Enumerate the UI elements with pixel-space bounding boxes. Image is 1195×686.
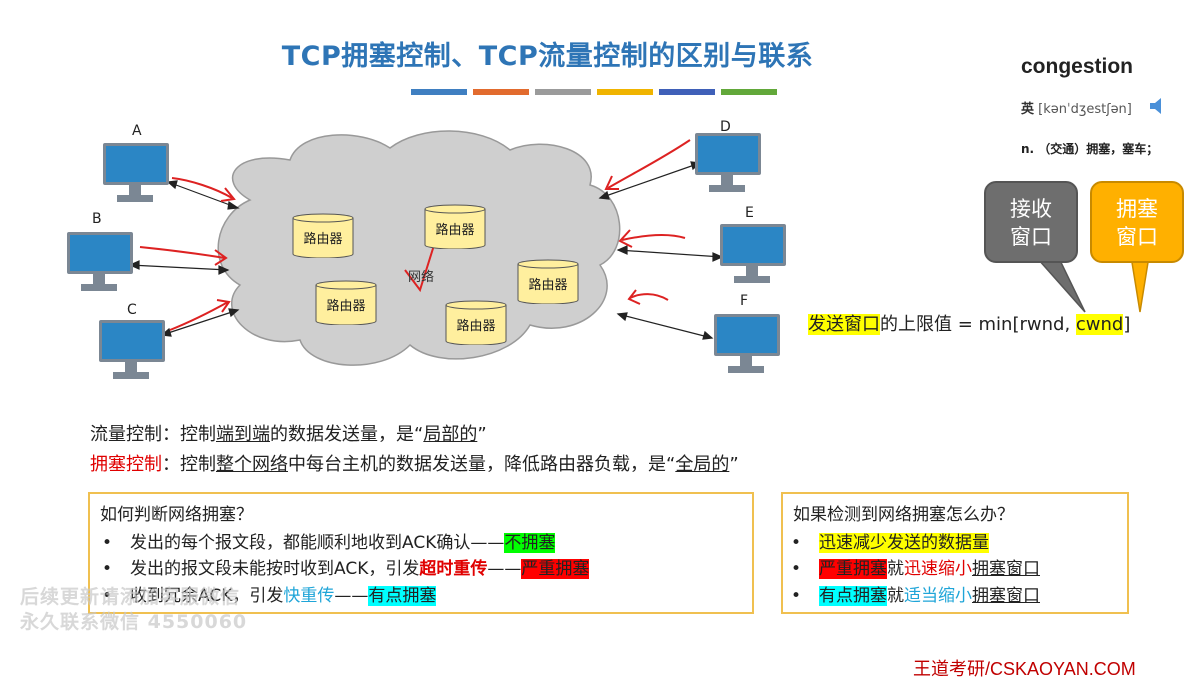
computer-d-icon (695, 133, 761, 193)
action-bullet-1: •迅速减少发送的数据量 (791, 533, 989, 553)
computer-e-icon (720, 224, 786, 284)
watermark-line-2: 永久联系微信 4550060 (20, 611, 248, 633)
computer-a-icon (103, 143, 169, 203)
send-window-formula: 发送窗口的上限值 = min[rwnd, cwnd] (808, 314, 1131, 335)
dictionary-meaning: n. （交通）拥塞，塞车； (1021, 142, 1159, 156)
judge-bullet-3: •收到冗余ACK，引发快重传——有点拥塞 (102, 586, 437, 606)
host-label-c: C (127, 302, 137, 318)
host-label-b: B (92, 211, 102, 227)
dictionary-word: congestion (1021, 55, 1134, 78)
action-bullet-3: •有点拥塞就适当缩小拥塞窗口 (791, 586, 1040, 606)
color-bar-3 (535, 89, 591, 95)
color-bar-1 (411, 89, 467, 95)
host-label-f: F (740, 293, 749, 309)
congestion-window-callout: 拥塞窗口 (1090, 181, 1184, 263)
host-label-a: A (132, 123, 142, 139)
computer-f-icon (714, 314, 780, 374)
computer-b-icon (67, 232, 133, 292)
router-4: 路由器 (516, 258, 580, 304)
judge-heading: 如何判断网络拥塞？ (100, 505, 253, 525)
color-bar-4 (597, 89, 653, 95)
judge-bullet-2: •发出的报文段未能按时收到ACK，引发超时重传——严重拥塞 (102, 559, 590, 579)
judge-congestion-box: 如何判断网络拥塞？ •发出的每个报文段，都能顺利地收到ACK确认——不拥塞 •发… (88, 492, 754, 614)
watermark-line-1: 后续更新请添加客服微信 (20, 586, 241, 608)
color-bar-6 (721, 89, 777, 95)
router-1: 路由器 (291, 212, 355, 258)
router-2: 路由器 (423, 203, 487, 249)
color-bar-2 (473, 89, 529, 95)
color-bar-5 (659, 89, 715, 95)
network-cloud (217, 130, 621, 366)
judge-bullet-1: •发出的每个报文段，都能顺利地收到ACK确认——不拥塞 (102, 533, 556, 553)
dictionary-popup: congestion 英 [kənˈdʒestʃən] n. （交通）拥塞，塞车… (1000, 30, 1195, 170)
receive-window-callout: 接收窗口 (984, 181, 1078, 263)
action-bullet-2: •严重拥塞就迅速缩小拥塞窗口 (791, 559, 1040, 579)
computer-c-icon (99, 320, 165, 380)
page-title: TCP拥塞控制、TCP流量控制的区别与联系 (281, 41, 814, 72)
network-label: 网络 (408, 270, 435, 285)
flow-control-definition: 流量控制：控制端到端的数据发送量，是“局部的” (90, 424, 487, 445)
router-5: 路由器 (444, 299, 508, 345)
host-label-e: E (745, 205, 754, 221)
host-label-d: D (720, 119, 731, 135)
congestion-control-definition: 拥塞控制：控制整个网络中每台主机的数据发送量，降低路由器负载，是“全局的” (90, 454, 739, 475)
speaker-icon[interactable] (1148, 96, 1166, 116)
action-heading: 如果检测到网络拥塞怎么办？ (793, 505, 1014, 525)
footer-brand: 王道考研/CSKAOYAN.COM (913, 659, 1136, 679)
dictionary-phonetic: 英 [kənˈdʒestʃən] (1021, 102, 1132, 117)
congestion-action-box: 如果检测到网络拥塞怎么办？ •迅速减少发送的数据量 •严重拥塞就迅速缩小拥塞窗口… (781, 492, 1129, 614)
router-3: 路由器 (314, 279, 378, 325)
